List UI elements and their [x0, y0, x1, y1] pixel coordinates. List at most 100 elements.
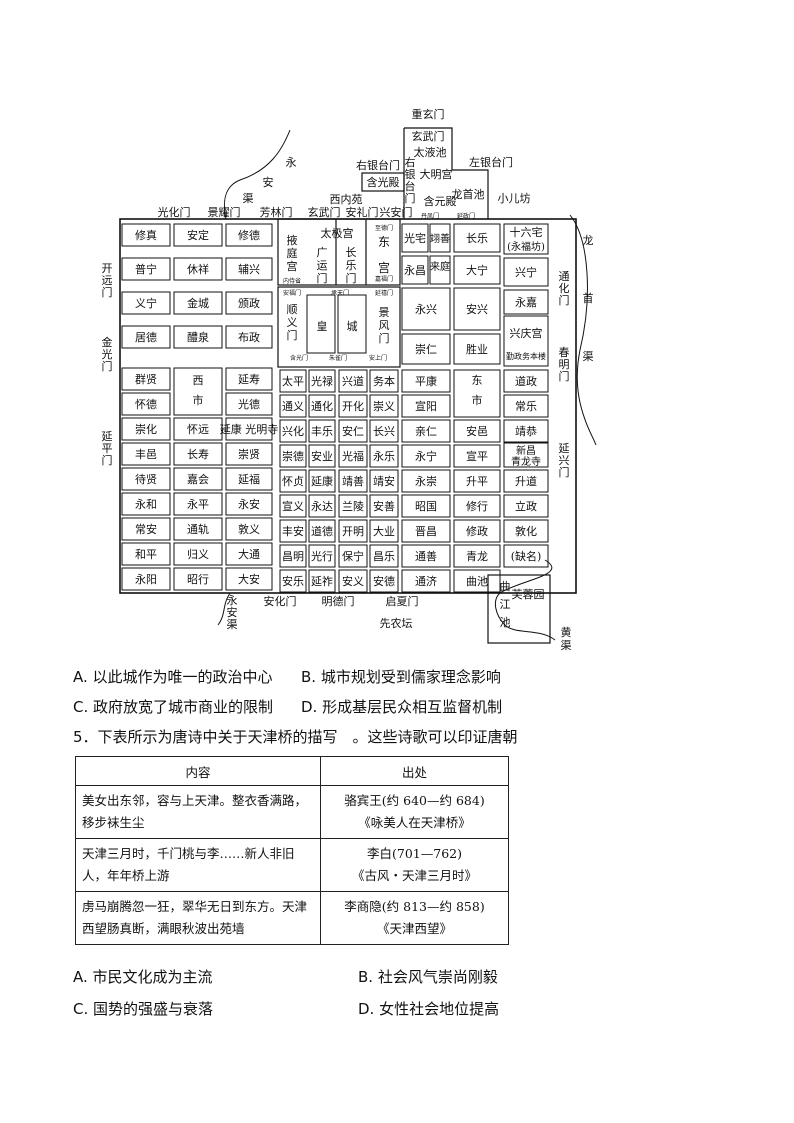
east-market-label: 东: [472, 374, 483, 387]
ward-label: 归义: [187, 547, 209, 561]
west-gate-label: 平: [102, 442, 113, 455]
ward-label: 来庭: [430, 260, 450, 273]
ward: [401, 369, 451, 393]
ward: [121, 291, 171, 315]
ward-label: 崇化: [135, 422, 157, 436]
ward-label: 宣平: [466, 449, 488, 463]
ward-label: 青龙: [466, 550, 488, 563]
header-content: 内容: [75, 756, 321, 786]
palace-label: 宫: [287, 259, 298, 273]
ward-label: 永崇: [415, 474, 437, 488]
ward-label: 怀远: [187, 423, 209, 436]
gate-label: 门: [317, 271, 328, 285]
ward-label: 常乐: [515, 400, 537, 413]
ward: [173, 417, 223, 441]
ward-label: 待贤: [135, 472, 157, 486]
gate-label: 延政门: [457, 212, 475, 220]
ward-label: 金城: [187, 296, 209, 310]
ward: [121, 442, 171, 466]
gate-label: 风: [379, 319, 390, 332]
west-gate-label: 延: [102, 430, 113, 443]
ward: [121, 542, 171, 566]
canal-label: 渠: [583, 350, 594, 363]
ward-label: 崇义: [373, 400, 395, 413]
ward-label: 兴化: [282, 424, 304, 438]
ward: [369, 444, 399, 468]
ward-label: 延寿: [238, 372, 260, 386]
ward-label: 光德: [238, 397, 260, 411]
ward: [173, 467, 223, 491]
ward: [453, 255, 501, 285]
ward: [173, 492, 223, 516]
ward-label: 延福: [238, 472, 260, 486]
ward-label: 常安: [135, 522, 157, 536]
ward-label: 修德: [238, 228, 260, 242]
ward-label: 长乐: [466, 232, 488, 245]
pool-label: 池: [500, 616, 511, 629]
ward-label: 立政: [515, 499, 537, 513]
canal-label: 龙: [583, 234, 594, 247]
gate-label: 门: [379, 331, 390, 345]
ward: [121, 257, 171, 281]
office-label: 内侍省: [283, 277, 301, 285]
ward-label: 永嘉: [515, 295, 537, 309]
ward-label: 怀德: [135, 397, 157, 411]
ward: [401, 569, 451, 593]
ward-label: 胜业: [466, 342, 488, 356]
ward-label: 安善: [373, 499, 395, 513]
ward: [338, 519, 368, 543]
ward-label: 永安: [238, 497, 260, 511]
west-gate-label: 门: [102, 453, 113, 467]
gate-label: 嘉福门: [375, 275, 393, 283]
ward: [279, 494, 307, 518]
west-gate-label: 开: [102, 262, 113, 275]
xingqing-palace: [503, 315, 549, 367]
ward: [308, 444, 336, 468]
ward: [279, 569, 307, 593]
poem-source: 李商隐(约 813—约 858) 《天津西望》: [320, 891, 509, 945]
east-gate-label: 延: [559, 442, 570, 455]
gate-label: 台: [405, 179, 416, 193]
ward: [401, 255, 429, 285]
ward: [121, 467, 171, 491]
poem-title: 《天津西望》: [376, 921, 452, 936]
palace-label: 东: [378, 235, 390, 249]
palace-label: 大明宫: [420, 167, 453, 181]
ward-label: 通济: [415, 574, 437, 588]
palace-label: 太极宫: [321, 226, 354, 240]
ward-label: 昭国: [415, 500, 437, 513]
ward: [338, 469, 368, 493]
ward: [453, 469, 501, 493]
ward: [453, 419, 501, 443]
table-row: 美女出东邻，容与上天津。整衣香满路，移步袜生尘 骆宾王(约 640—约 684)…: [75, 785, 509, 839]
ward: [401, 494, 451, 518]
ward: [453, 519, 501, 543]
ward-label: 丰邑: [135, 448, 157, 461]
imperial-city-label: 城: [347, 320, 358, 333]
ward: [225, 417, 273, 441]
ward: [279, 519, 307, 543]
east-gate-label: 明: [559, 358, 570, 371]
gate-label: 承天门: [331, 289, 349, 297]
poem-source: 李白(701—762) 《古风・天津三月时》: [320, 838, 509, 892]
ward: [453, 494, 501, 518]
ward: [225, 567, 273, 591]
east-gate-label: 化: [559, 281, 570, 295]
q5-stem: 5．下表所示为唐诗中关于天津桥的描写 。这些诗歌可以印证唐朝: [73, 728, 518, 746]
ward: [173, 257, 223, 281]
ward-label: 宣义: [282, 499, 304, 513]
ward: [503, 519, 549, 543]
ward: [503, 442, 549, 468]
ward-label: 升道: [515, 474, 537, 488]
ward-label: 永兴: [415, 302, 437, 316]
ward: [121, 392, 171, 416]
q5-option-d: D. 女性社会地位提高: [358, 1000, 500, 1018]
ward: [401, 419, 451, 443]
ward: [225, 325, 273, 349]
ward-label: 升平: [466, 475, 488, 488]
q5-option-c: C. 国势的强盛与衰落: [73, 1000, 214, 1018]
ward: [453, 287, 501, 331]
ward-label: 靖善: [342, 474, 364, 488]
ward-label: 小儿坊: [498, 191, 531, 205]
east-gate-label: 兴: [559, 454, 570, 467]
